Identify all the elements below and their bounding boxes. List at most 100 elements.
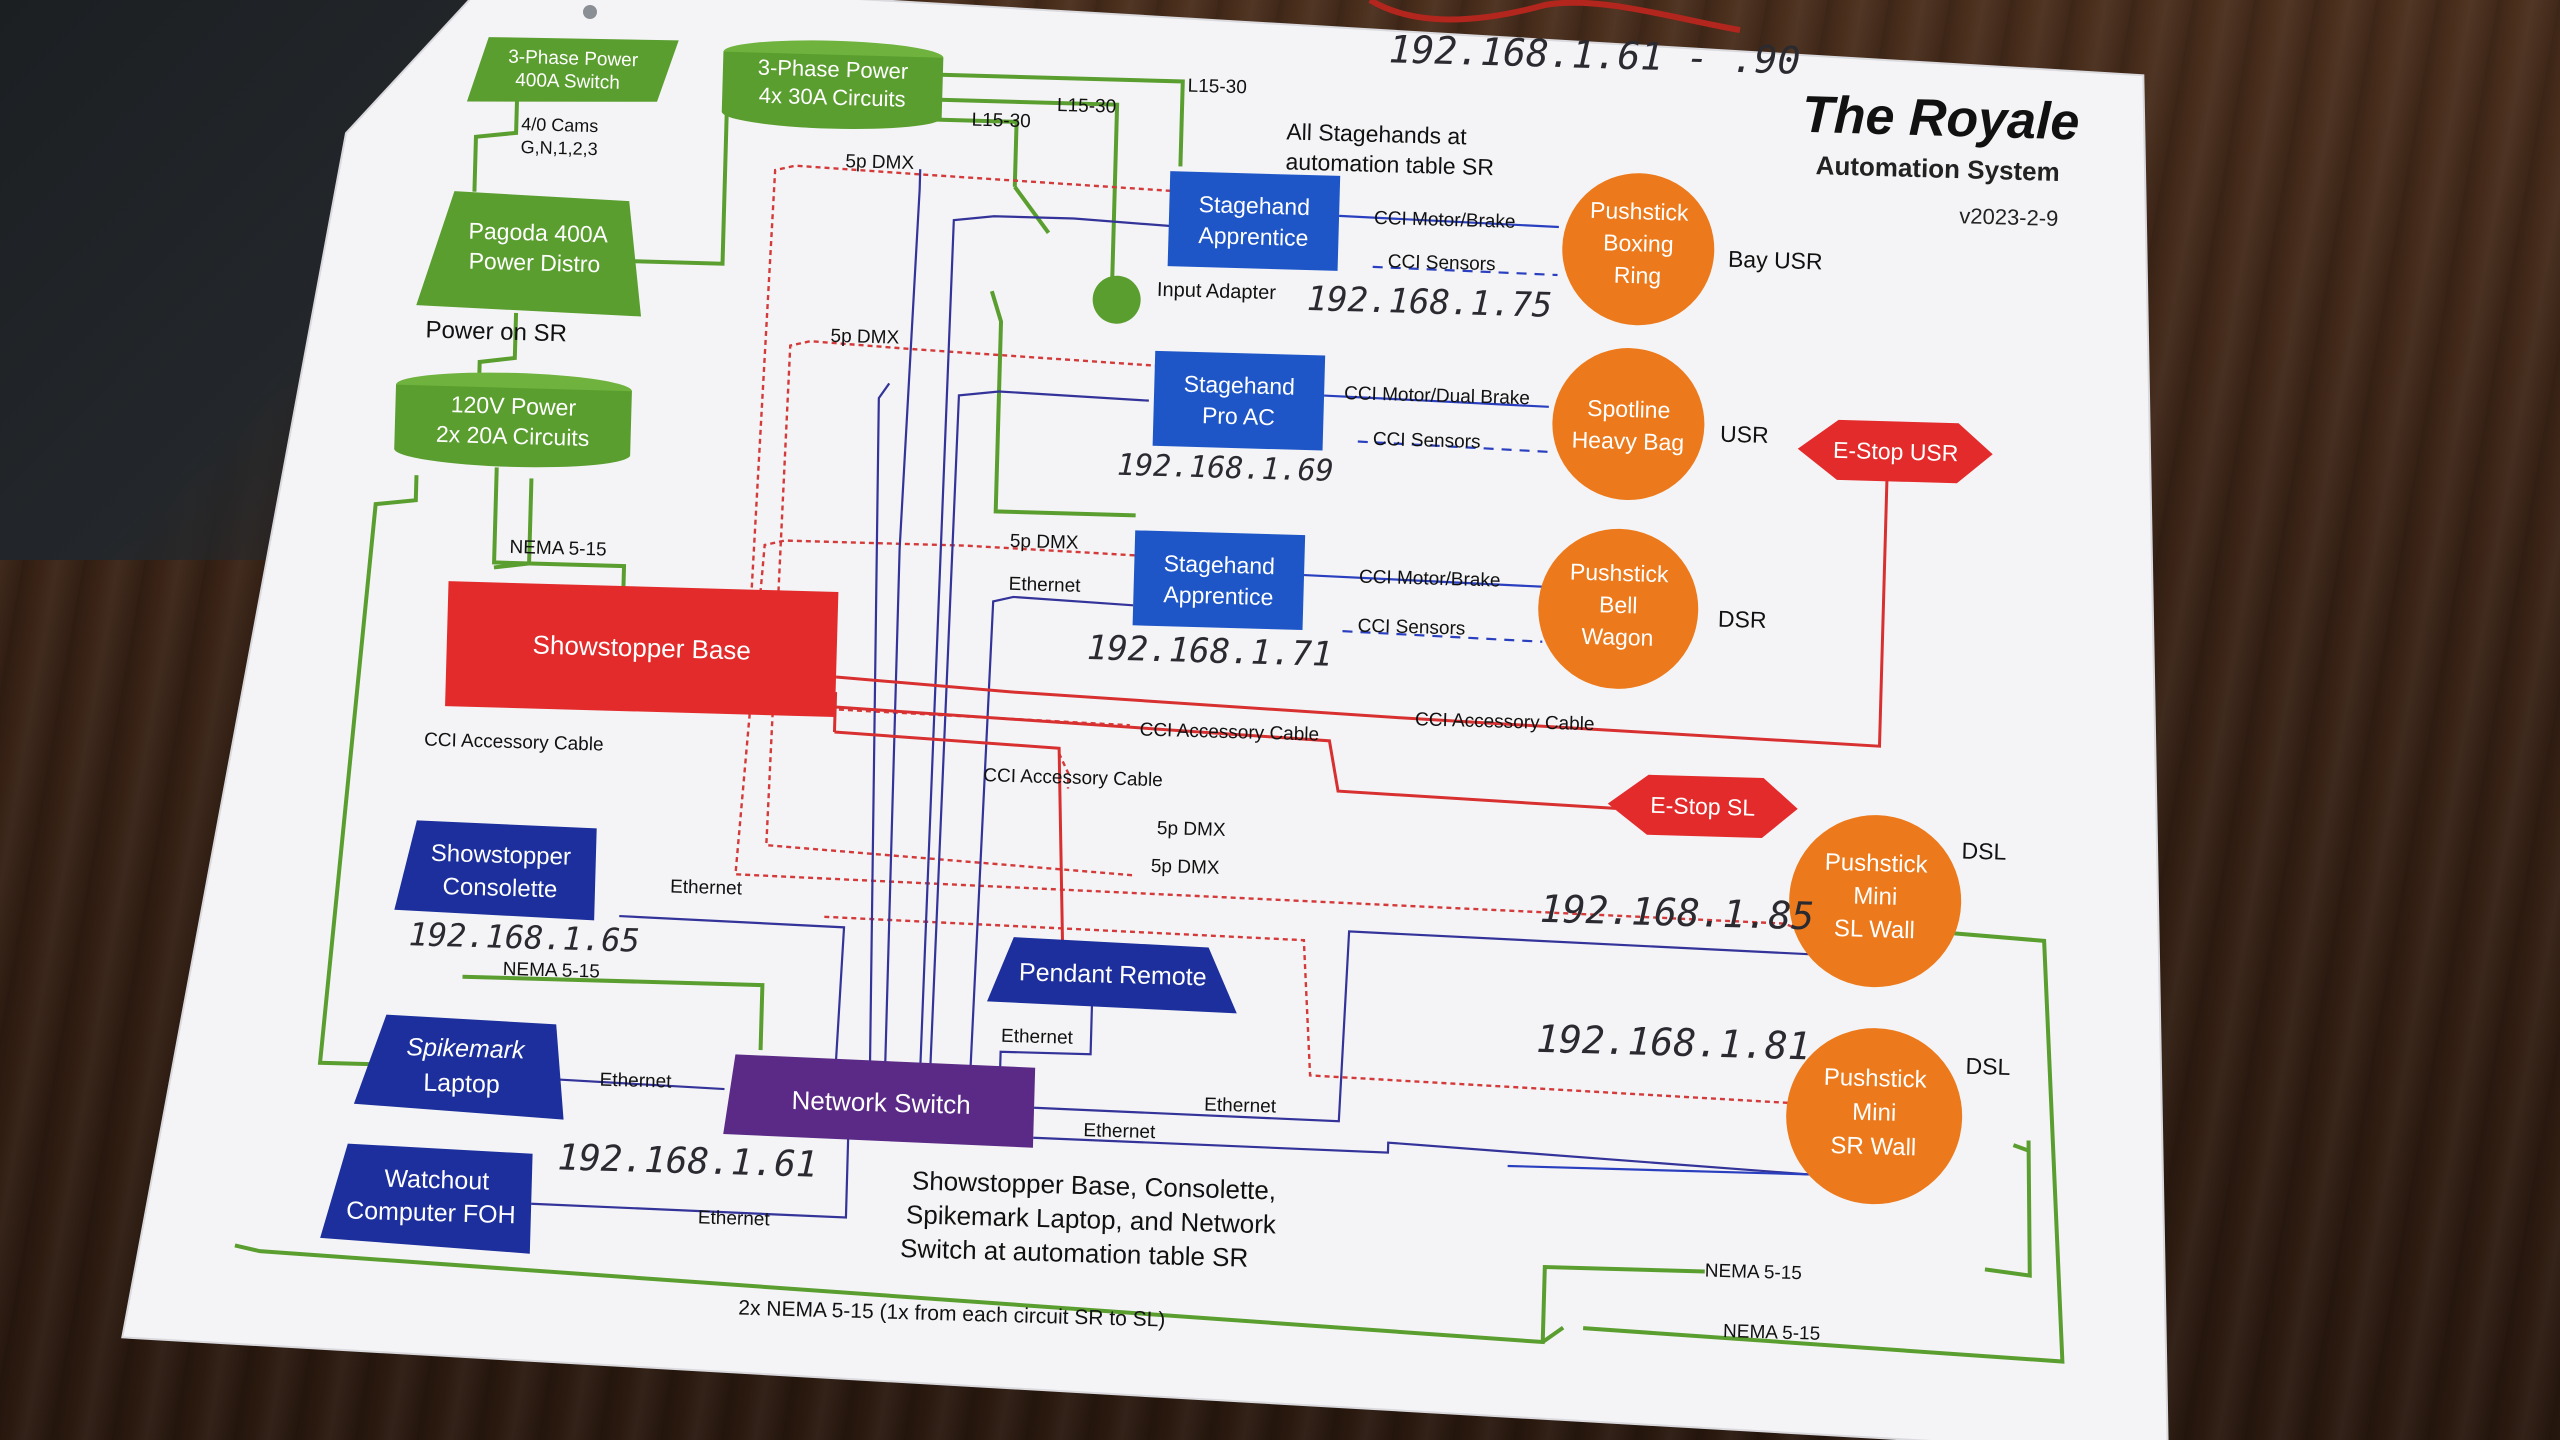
- laptop-ip: 192.168.1.61: [557, 1137, 818, 1185]
- pushstick-mini-sr-wall: Pushstick Mini SR Wall: [1786, 1028, 1963, 1205]
- pendant-remote: Pendant Remote: [987, 937, 1237, 1014]
- svg-text:Boxing: Boxing: [1603, 229, 1674, 257]
- svg-text:5p DMX: 5p DMX: [845, 151, 915, 174]
- svg-text:Consolette: Consolette: [442, 873, 557, 903]
- red-accessory-wires: [832, 476, 1889, 969]
- svg-text:Ethernet: Ethernet: [1008, 574, 1081, 597]
- metal-stud: [583, 5, 597, 19]
- svg-text:Ethernet: Ethernet: [670, 876, 743, 899]
- boxing-ring-location: Bay USR: [1728, 246, 1823, 275]
- showstopper-base: Showstopper Base: [445, 581, 839, 718]
- power-on-sr-label: Power on SR: [425, 316, 567, 347]
- svg-text:Watchout: Watchout: [384, 1165, 489, 1196]
- svg-text:Mini: Mini: [1853, 883, 1898, 911]
- svg-text:CCI Motor/Brake: CCI Motor/Brake: [1374, 208, 1516, 233]
- svg-text:Ring: Ring: [1614, 262, 1662, 289]
- svg-text:Ethernet: Ethernet: [1204, 1094, 1277, 1117]
- consolette-ip: 192.168.1.65: [408, 915, 640, 959]
- svg-text:CCI Accessory Cable: CCI Accessory Cable: [424, 730, 604, 756]
- bell-wagon-location: DSR: [1718, 606, 1767, 633]
- svg-text:Apprentice: Apprentice: [1163, 581, 1274, 610]
- svg-text:Pushstick: Pushstick: [1824, 1064, 1928, 1094]
- input-adapter-ip: 192.168.1.75: [1306, 279, 1553, 326]
- svg-text:Pushstick: Pushstick: [1825, 849, 1929, 879]
- svg-text:SL Wall: SL Wall: [1834, 915, 1916, 944]
- svg-text:CCI Accessory Cable: CCI Accessory Cable: [1139, 720, 1319, 746]
- svg-text:NEMA 5-15: NEMA 5-15: [509, 537, 607, 561]
- estop-sl: E-Stop SL: [1607, 774, 1798, 838]
- svg-text:Ethernet: Ethernet: [599, 1070, 672, 1093]
- pushstick-bell-wagon: Pushstick Bell Wagon: [1538, 528, 1699, 689]
- title-version: v2023-2-9: [1959, 203, 2059, 231]
- svg-text:Stagehand: Stagehand: [1198, 191, 1310, 220]
- svg-text:5p DMX: 5p DMX: [830, 326, 900, 349]
- svg-text:CCI Accessory Cable: CCI Accessory Cable: [983, 765, 1163, 791]
- ethernet-wires: [531, 169, 1814, 1219]
- estop-usr: E-Stop USR: [1797, 419, 1993, 484]
- svg-text:CCI Sensors: CCI Sensors: [1357, 616, 1465, 640]
- mini-sr-location: DSL: [1965, 1053, 2011, 1080]
- svg-text:L15-30: L15-30: [971, 110, 1031, 133]
- svg-text:Spotline: Spotline: [1587, 395, 1671, 423]
- mini-sl-ip: 192.168.1.85: [1539, 887, 1815, 939]
- svg-text:Network Switch: Network Switch: [791, 1085, 971, 1120]
- svg-text:Showstopper Base: Showstopper Base: [532, 630, 751, 666]
- svg-text:Pro AC: Pro AC: [1202, 402, 1276, 430]
- svg-text:Stagehand: Stagehand: [1163, 550, 1275, 579]
- pushstick-mini-sl-wall: Pushstick Mini SL Wall: [1789, 815, 1962, 988]
- svg-text:Stagehand: Stagehand: [1183, 371, 1295, 400]
- three-phase-circuits: 3-Phase Power 4x 30A Circuits: [721, 40, 944, 130]
- red-string: [1368, 0, 1741, 33]
- svg-text:Spikemark: Spikemark: [406, 1033, 526, 1064]
- note-top-2: automation table SR: [1285, 148, 1494, 180]
- pagoda-power-distro: Pagoda 400A Power Distro: [416, 191, 642, 317]
- sensor-wires: [1303, 214, 1818, 1176]
- svg-text:120V Power: 120V Power: [450, 391, 576, 420]
- svg-text:3-Phase Power: 3-Phase Power: [508, 47, 639, 72]
- note-top-1: All Stagehands at: [1286, 118, 1468, 149]
- svg-text:Power Distro: Power Distro: [468, 248, 600, 278]
- svg-text:400A Switch: 400A Switch: [515, 70, 620, 94]
- svg-text:E-Stop SL: E-Stop SL: [1650, 792, 1756, 821]
- svg-text:5p DMX: 5p DMX: [1151, 856, 1221, 879]
- svg-text:L15-30: L15-30: [1057, 95, 1117, 118]
- svg-text:5p DMX: 5p DMX: [1010, 531, 1080, 554]
- svg-text:NEMA 5-15: NEMA 5-15: [1723, 1321, 1821, 1345]
- svg-text:CCI Motor/Dual Brake: CCI Motor/Dual Brake: [1344, 383, 1530, 409]
- spikemark-laptop: Spikemark Laptop: [353, 1014, 564, 1120]
- svg-text:CCI Accessory Cable: CCI Accessory Cable: [1415, 709, 1595, 735]
- svg-text:Pushstick: Pushstick: [1590, 197, 1690, 226]
- svg-text:Mini: Mini: [1852, 1099, 1897, 1127]
- svg-text:CCI Sensors: CCI Sensors: [1373, 429, 1481, 453]
- pushstick-boxing-ring: Pushstick Boxing Ring: [1562, 173, 1715, 326]
- svg-text:Apprentice: Apprentice: [1198, 222, 1309, 251]
- svg-text:Pushstick: Pushstick: [1570, 558, 1670, 587]
- stagehand-apprentice-2: Stagehand Apprentice: [1132, 530, 1306, 631]
- mini-sr-ip: 192.168.1.81: [1536, 1017, 1812, 1069]
- showstopper-consolette: Showstopper Consolette: [394, 820, 597, 921]
- dmx-wires: [734, 164, 1825, 1106]
- svg-text:SR Wall: SR Wall: [1830, 1132, 1917, 1161]
- svg-text:4x 30A Circuits: 4x 30A Circuits: [759, 83, 906, 112]
- paper-sheet: [121, 0, 2169, 1440]
- watchout-computer: Watchout Computer FOH: [320, 1143, 533, 1254]
- title-main: The Royale: [1801, 86, 2080, 152]
- input-adapter-node: [1092, 275, 1141, 324]
- svg-text:CCI Motor/Brake: CCI Motor/Brake: [1359, 567, 1501, 592]
- svg-text:Bell: Bell: [1599, 591, 1638, 618]
- svg-text:Heavy Bag: Heavy Bag: [1571, 426, 1684, 455]
- svg-text:5p DMX: 5p DMX: [1157, 818, 1227, 841]
- svg-text:Ethernet: Ethernet: [1083, 1120, 1156, 1143]
- apprentice-2-ip: 192.168.1.71: [1086, 628, 1333, 675]
- svg-text:Computer FOH: Computer FOH: [346, 1197, 516, 1230]
- svg-text:Showstopper: Showstopper: [431, 840, 572, 871]
- stagehand-pro-ac: Stagehand Pro AC: [1152, 350, 1326, 451]
- svg-text:Laptop: Laptop: [423, 1069, 500, 1099]
- v120-power: 120V Power 2x 20A Circuits: [394, 372, 632, 468]
- input-adapter-label: Input Adapter: [1157, 279, 1277, 304]
- svg-text:NEMA 5-15: NEMA 5-15: [1704, 1261, 1802, 1285]
- bottom-note: Showstopper Base, Consolette, Spikemark …: [900, 1165, 1278, 1272]
- cams-label-1: 4/0 Cams: [521, 114, 599, 136]
- pro-ac-ip: 192.168.1.69: [1117, 448, 1335, 489]
